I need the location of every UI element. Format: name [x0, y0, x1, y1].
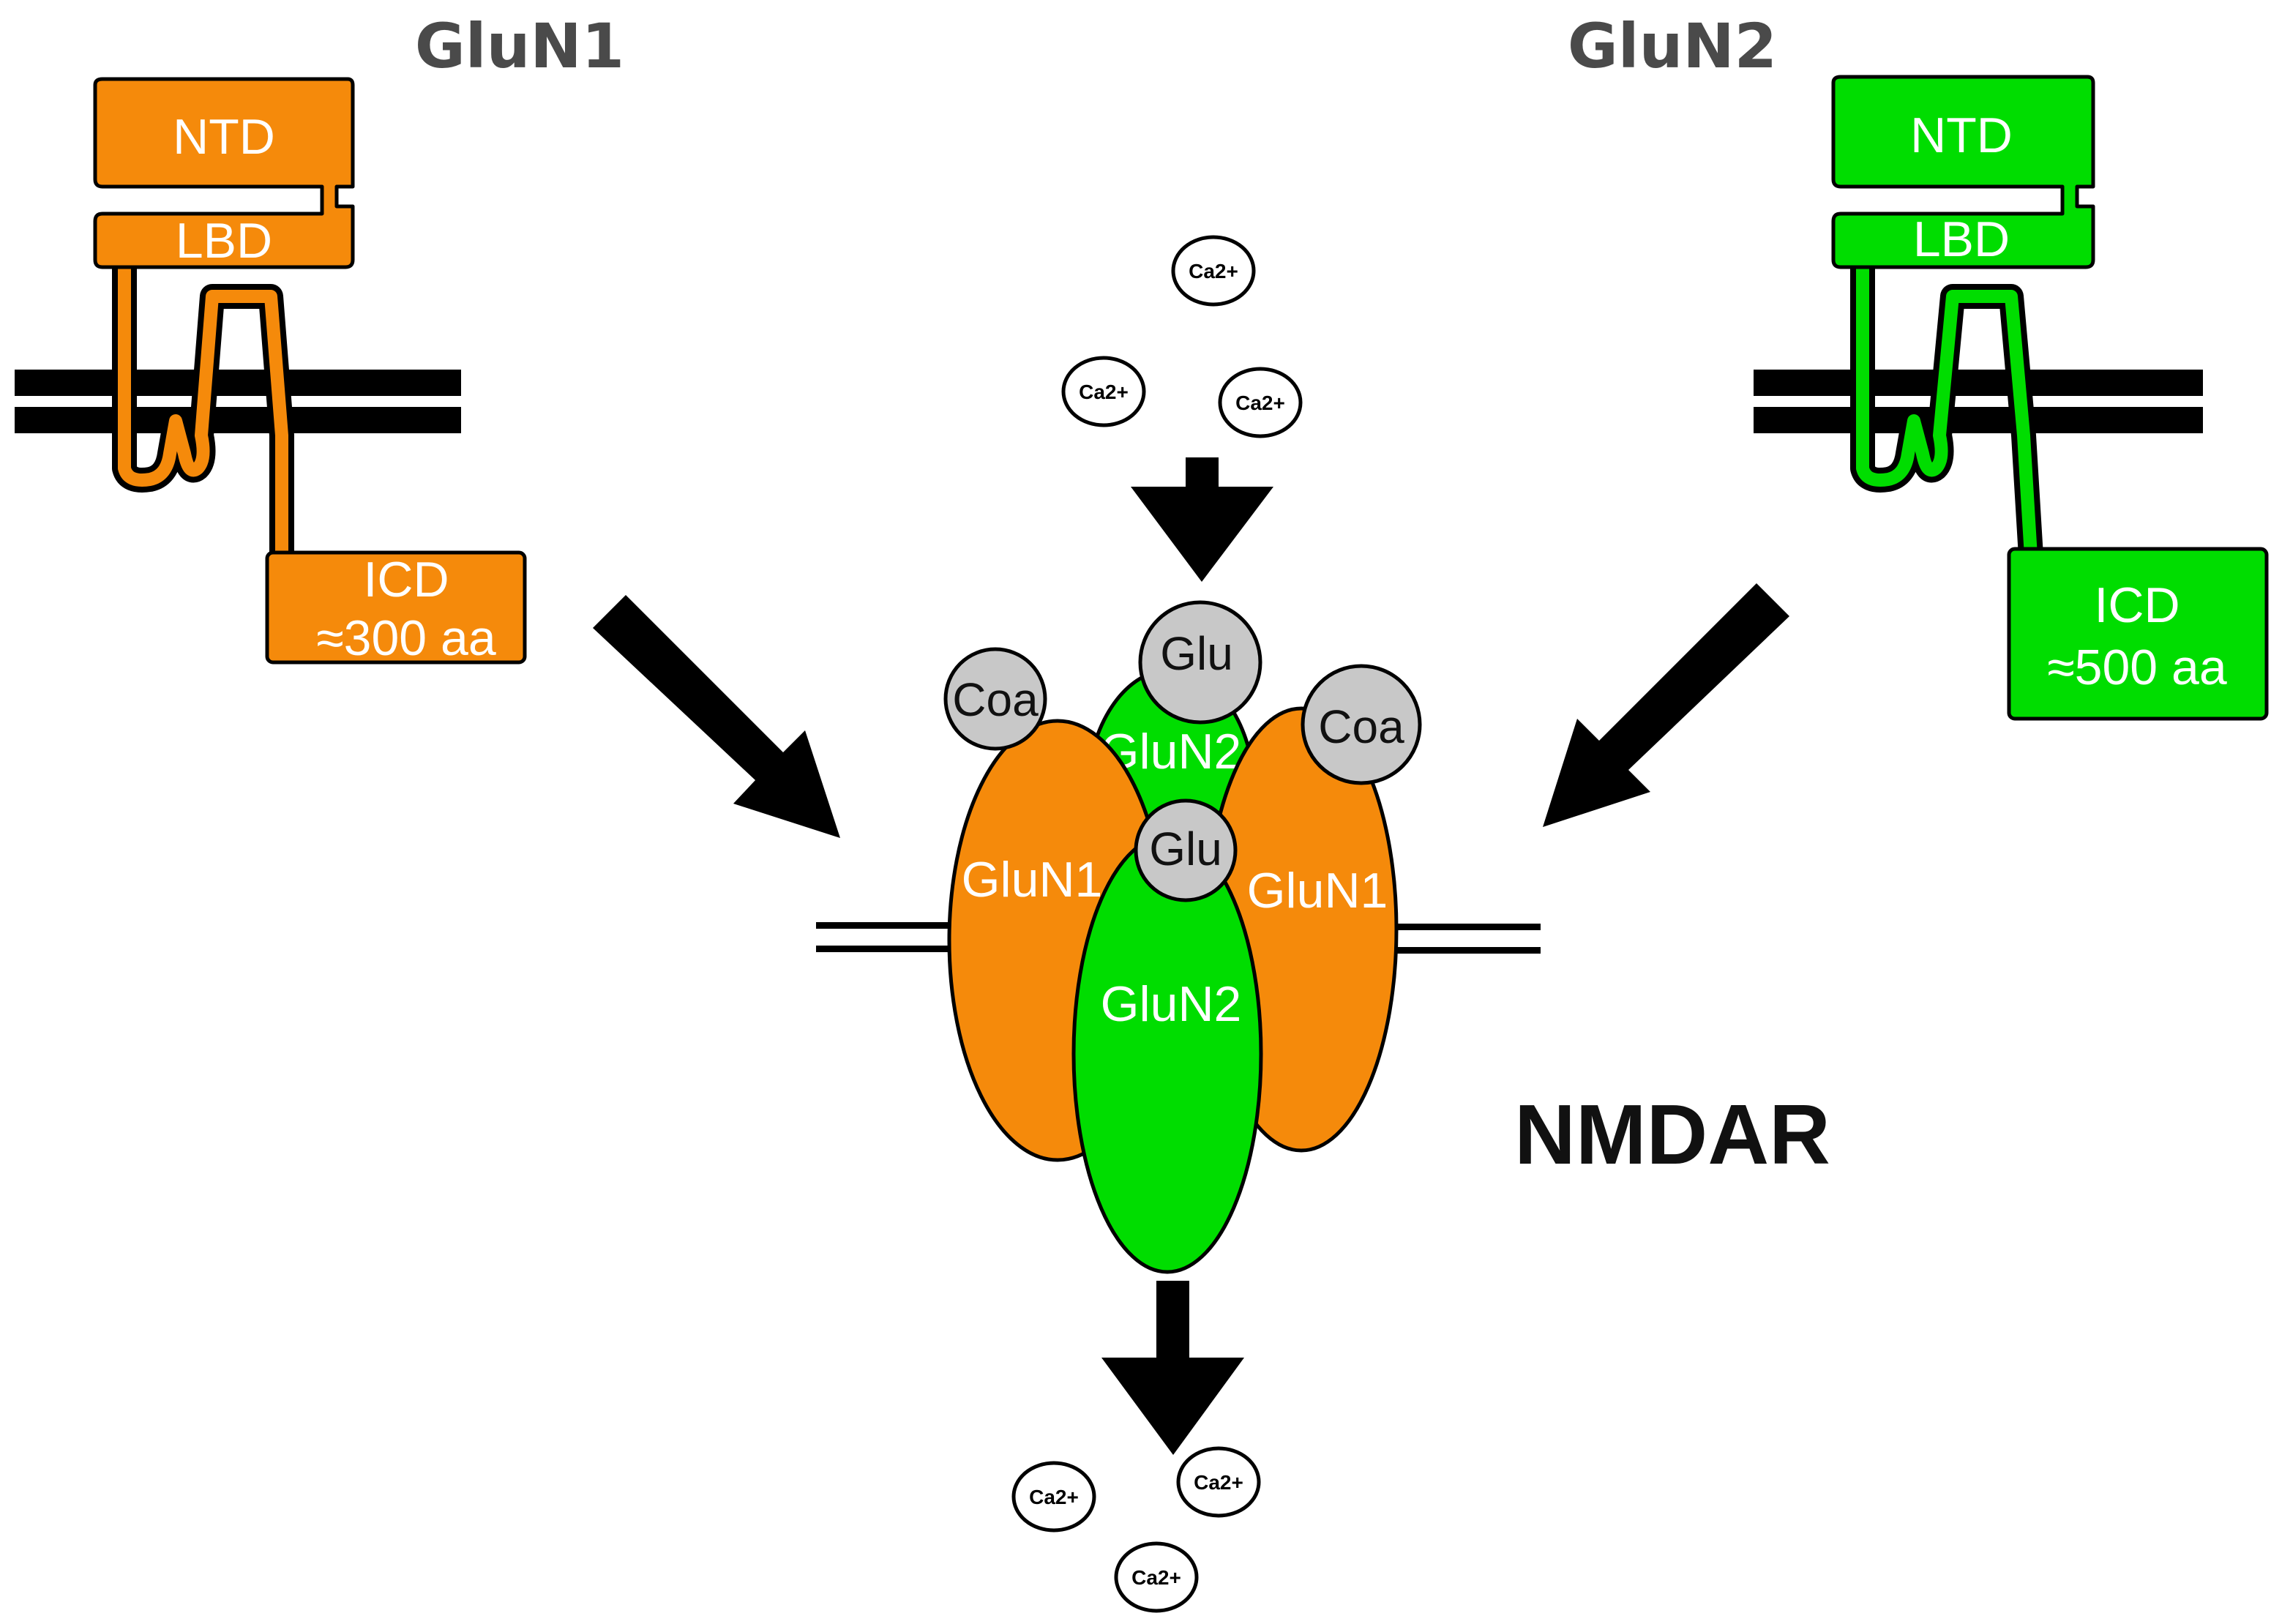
- glun1-icd-label: ICD: [363, 552, 449, 607]
- glun2-ntd-lbd-block: [1831, 75, 2095, 269]
- ca-ion: [1114, 1541, 1199, 1613]
- glun2-icd-label: ICD: [2094, 577, 2180, 633]
- nmdar-membrane-right-top: [1376, 924, 1541, 930]
- ca-efflux-arrow: [1101, 1281, 1244, 1455]
- ca-ion: [1011, 1461, 1096, 1533]
- ca-ion: [1061, 356, 1146, 427]
- glun1-lbd-label: LBD: [176, 213, 272, 269]
- ca-ion-label: Ca2+: [1029, 1486, 1079, 1508]
- ca-influx-arrow: [1131, 457, 1273, 582]
- ca-ion-label: Ca2+: [1079, 381, 1129, 403]
- glutamate-top: [1138, 600, 1262, 725]
- ca-ions-extracellular: Ca2+ Ca2+ Ca2+: [1061, 235, 1303, 438]
- nmdar-membrane-left-bottom: [816, 946, 984, 952]
- glutamate-center: [1134, 798, 1238, 902]
- nmdar-membrane-left-top: [816, 922, 984, 929]
- glun1-icd-box: [265, 550, 527, 665]
- glutamate-center-label: Glu: [1149, 823, 1222, 875]
- ca-ion: [1176, 1446, 1261, 1518]
- glun2-membrane-top: [1754, 370, 2203, 396]
- glun2-topology: GluN2 NTD LBD ICD ≈500 aa: [1568, 10, 2269, 721]
- ca-ion-label: Ca2+: [1131, 1566, 1181, 1589]
- glutamate-top-label: Glu: [1160, 627, 1233, 680]
- glun2-icd-length: ≈500 aa: [2047, 640, 2226, 695]
- nmdar-complex: GluN2 GluN1 GluN1 GluN2 Coa Coa Glu Glu: [816, 600, 1541, 1274]
- glun2-membrane-bottom: [1754, 407, 2203, 433]
- glun1-ntd-lbd-block: [93, 77, 355, 269]
- glun1-title: GluN1: [415, 10, 624, 82]
- glun2-subunit-front-label: GluN2: [1101, 976, 1242, 1032]
- glun2-icd-box: [2007, 547, 2269, 721]
- nmdar-membrane-right-bottom: [1376, 947, 1541, 954]
- glun1-subunit-left-label: GluN1: [962, 852, 1103, 908]
- glun2-title: GluN2: [1568, 10, 1777, 82]
- glun1-membrane-top: [15, 370, 461, 396]
- glun1-ntd-label: NTD: [173, 109, 275, 165]
- coagonist-right-label: Coa: [1318, 700, 1404, 753]
- ca-ion-label: Ca2+: [1194, 1471, 1243, 1494]
- glun2-assembly-arrow: [1543, 583, 1789, 827]
- glun1-assembly-arrow: [593, 595, 840, 838]
- glun1-icd-length: ≈300 aa: [316, 610, 495, 666]
- glun1-subunit-right-label: GluN1: [1247, 863, 1388, 918]
- coagonist-left: [943, 647, 1047, 751]
- glun2-subunit-front: [1071, 834, 1263, 1274]
- nmdar-title: NMDAR: [1514, 1087, 1830, 1182]
- glun1-chain-fill: [118, 261, 288, 563]
- ca-ion-label: Ca2+: [1189, 260, 1238, 282]
- coagonist-left-label: Coa: [952, 673, 1039, 726]
- ca-ions-intracellular: Ca2+ Ca2+ Ca2+: [1011, 1446, 1261, 1613]
- ca-ion-label: Ca2+: [1235, 392, 1285, 414]
- ca-ion: [1218, 367, 1303, 438]
- glun2-lbd-label: LBD: [1913, 212, 2010, 267]
- glun1-membrane-bottom: [15, 407, 461, 433]
- ca-ion: [1171, 235, 1256, 307]
- coagonist-right: [1301, 664, 1422, 785]
- glun2-chain-fill: [1856, 261, 2038, 563]
- glun1-topology: GluN1 NTD LBD ICD ≈300 aa: [15, 10, 624, 666]
- glun2-ntd-label: NTD: [1910, 108, 2013, 163]
